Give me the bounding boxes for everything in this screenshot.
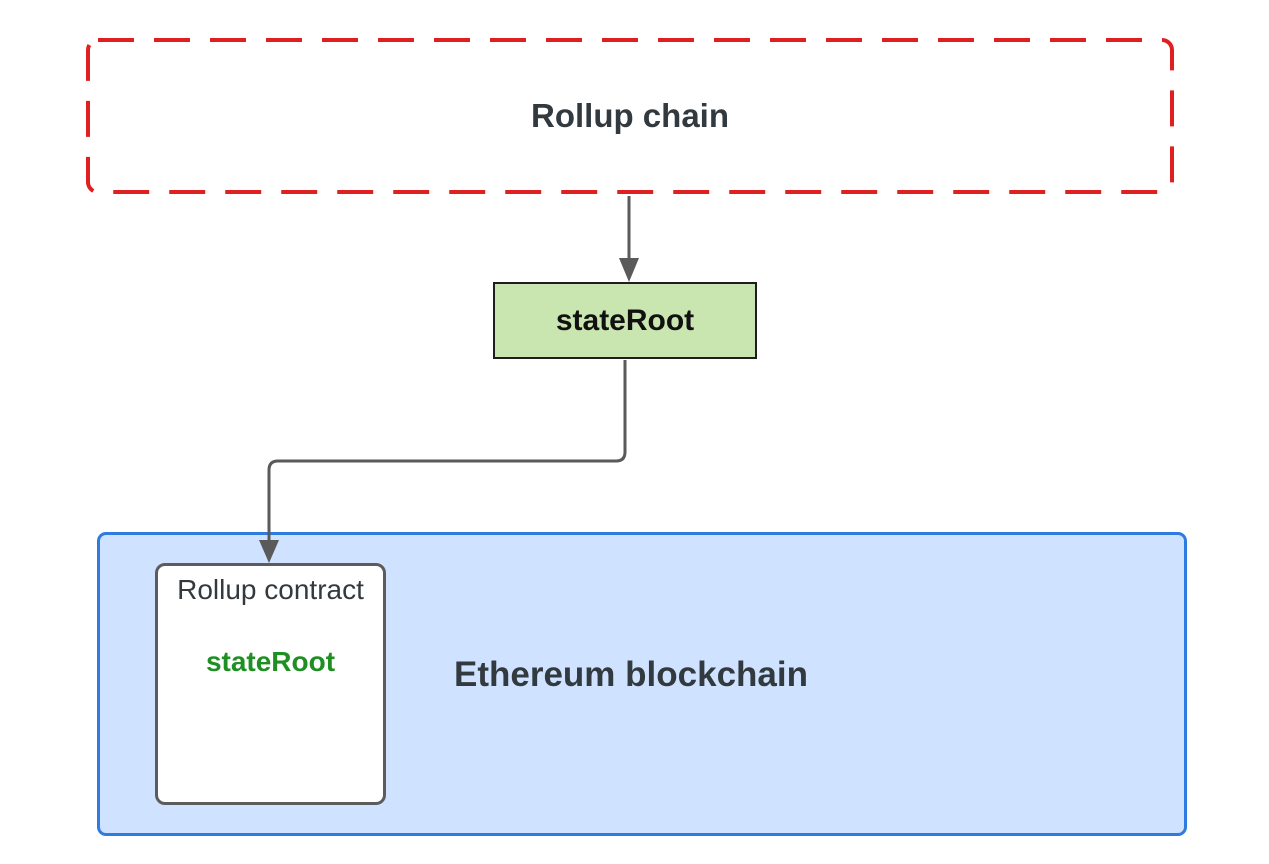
rollup-chain-label: Rollup chain	[531, 97, 729, 134]
state-root-node: stateRoot	[493, 282, 757, 359]
rollup-contract-state-root: stateRoot	[205, 646, 336, 677]
rollup-chain-dashed-border	[86, 38, 1174, 194]
connector-stateroot-to-contract	[267, 360, 627, 544]
rollup-contract-box: Rollup contract stateRoot	[155, 563, 386, 805]
rollup-chain-box: Rollup chain	[86, 38, 1174, 194]
ethereum-blockchain-label: Ethereum blockchain	[454, 655, 808, 694]
rollup-contract-title: Rollup contract	[177, 574, 364, 605]
arrowhead-stateroot	[619, 258, 639, 282]
